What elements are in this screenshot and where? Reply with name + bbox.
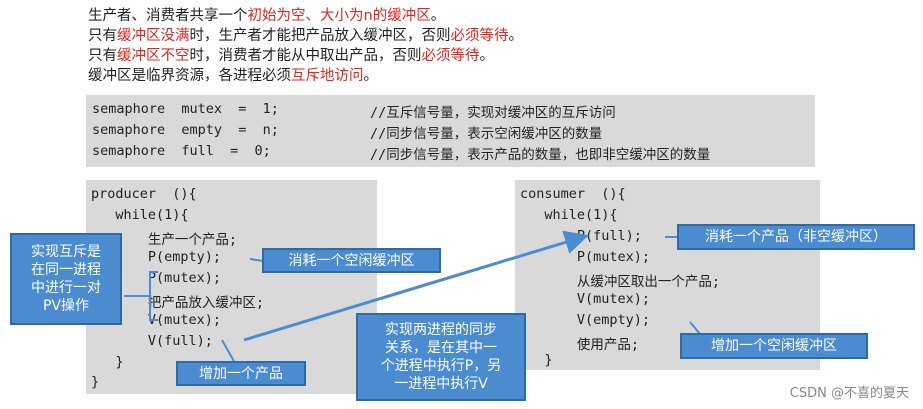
intro-text-segment: 。 [430, 8, 446, 24]
callout-mutex-line: PV操作 [42, 298, 90, 314]
semaphore-decl-full: semaphore full = 0; [92, 143, 271, 159]
producer-v-full: V(full); [91, 333, 213, 349]
callout-mutex-line: 在同一进程 [31, 262, 101, 278]
intro-text-segment: 时，生产者才能把产品放入缓冲区，否则 [189, 28, 451, 44]
callout-sync-line: 个进程中执行P，另 [380, 358, 502, 374]
semaphore-decl-mutex: semaphore mutex = 1; [92, 101, 279, 117]
intro-highlight: 必须等待 [450, 28, 509, 44]
producer-while-close: } [91, 354, 124, 370]
intro-highlight: 初始为空、大小为n的缓冲区 [247, 8, 431, 24]
callout-consume-product: 消耗一个产品（非空缓冲区） [677, 224, 915, 250]
callout-sync-line: 一进程中执行V [394, 376, 488, 392]
callout-add-product-text: 增加一个产品 [199, 365, 283, 382]
producer-produce: 生产一个产品; [91, 232, 238, 248]
callout-sync-line: 关系，是在其中一 [384, 340, 497, 356]
callout-sync-line: 实现两进程的同步 [384, 322, 497, 338]
callout-add-product: 增加一个产品 [176, 361, 306, 386]
intro-line-2: 只有缓冲区没满时，生产者才能把产品放入缓冲区，否则必须等待。 [88, 26, 523, 46]
intro-highlight: 必须等待 [421, 48, 480, 64]
intro-text-segment: 。 [508, 28, 524, 44]
intro-text-segment: 只有 [88, 28, 117, 44]
consumer-header: consumer (){ [520, 186, 626, 202]
semaphore-panel: semaphore mutex = 1; //互斥信号量，实现对缓冲区的互斥访问… [86, 95, 815, 167]
consumer-while: while(1){ [520, 207, 618, 223]
semaphore-comment-empty: //同步信号量，表示空闲缓冲区的数量 [370, 126, 603, 142]
intro-highlight: 缓冲区没满 [117, 28, 190, 44]
callout-mutex-line: 实现互斥是 [31, 244, 101, 260]
intro-highlight: 互斥地访问 [291, 68, 364, 84]
intro-line-1: 生产者、消费者共享一个初始为空、大小为n的缓冲区。 [88, 6, 523, 26]
consumer-v-mutex: V(mutex); [520, 291, 651, 307]
intro-text-segment: 只有 [88, 48, 117, 64]
intro-text-segment: 缓冲区是临界资源，各进程必须 [88, 68, 291, 84]
producer-p-empty: P(empty); [91, 249, 222, 265]
callout-consume-empty: 消耗一个空闲缓冲区 [262, 248, 441, 273]
semaphore-comment-mutex: //互斥信号量，实现对缓冲区的互斥访问 [370, 105, 616, 121]
producer-p-mutex: P(mutex); [91, 270, 222, 286]
consumer-use: 使用产品; [520, 337, 640, 353]
intro-highlight: 缓冲区不空 [117, 48, 190, 64]
intro-text: 生产者、消费者共享一个初始为空、大小为n的缓冲区。 只有缓冲区没满时，生产者才能… [88, 6, 523, 86]
producer-close: } [91, 374, 100, 390]
producer-put: 把产品放入缓冲区; [91, 295, 265, 311]
intro-line-3: 只有缓冲区不空时，消费者才能从中取出产品，否则必须等待。 [88, 46, 523, 66]
consumer-v-empty: V(empty); [520, 312, 651, 328]
consumer-while-close: } [520, 352, 553, 368]
callout-mutex-line: 中进行一对 [31, 280, 101, 296]
consumer-take: 从缓冲区取出一个产品; [520, 274, 721, 290]
callout-add-empty: 增加一个空闲缓冲区 [680, 333, 868, 359]
callout-mutex-pair: 实现互斥是 在同一进程 中进行一对 PV操作 [10, 233, 122, 325]
semaphore-decl-empty: semaphore empty = n; [92, 122, 279, 138]
callout-sync: 实现两进程的同步 关系，是在其中一 个进程中执行P，另 一进程中执行V [356, 313, 526, 401]
watermark: CSDN @不喜的夏天 [789, 386, 909, 401]
consumer-p-full: P(full); [520, 228, 642, 244]
consumer-p-mutex: P(mutex); [520, 249, 651, 265]
intro-line-4: 缓冲区是临界资源，各进程必须互斥地访问。 [88, 66, 523, 86]
producer-header: producer (){ [91, 186, 197, 202]
intro-text-segment: 。 [479, 48, 495, 64]
callout-add-empty-text: 增加一个空闲缓冲区 [711, 338, 837, 354]
semaphore-comment-full: //同步信号量，表示产品的数量，也即非空缓冲区的数量 [370, 147, 711, 163]
callout-consume-empty-text: 消耗一个空闲缓冲区 [288, 252, 415, 269]
producer-v-mutex: V(mutex); [91, 312, 222, 328]
intro-text-segment: 时，消费者才能从中取出产品，否则 [189, 48, 422, 64]
callout-consume-product-text: 消耗一个产品（非空缓冲区） [705, 229, 887, 245]
producer-while: while(1){ [91, 207, 189, 223]
intro-text-segment: 生产者、消费者共享一个 [88, 8, 248, 24]
intro-text-segment: 。 [363, 68, 379, 84]
